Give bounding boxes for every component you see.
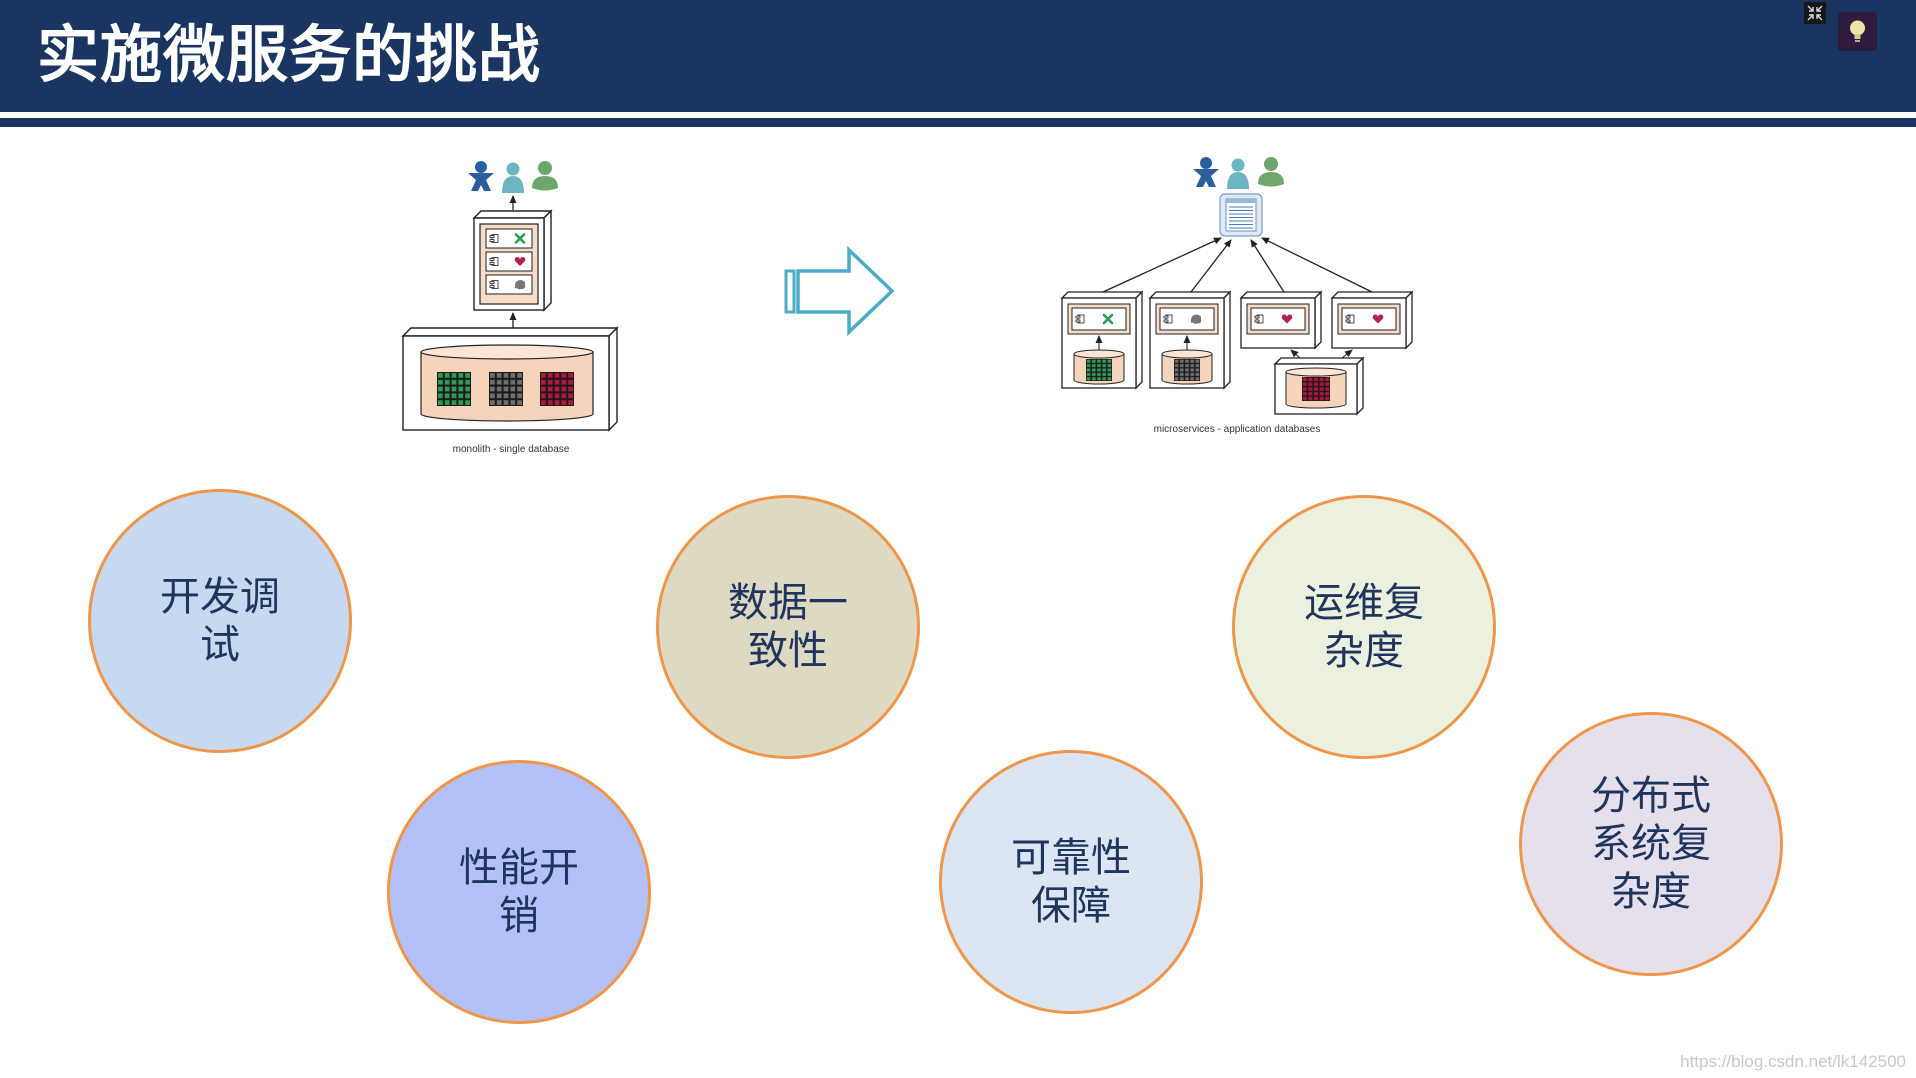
page-title: 实施微服务的挑战	[37, 21, 542, 90]
service-box-3	[1239, 290, 1323, 350]
database-table-icon	[1086, 359, 1112, 381]
challenge-label: 可靠性保障	[1011, 836, 1131, 928]
flow-arrow	[1102, 237, 1222, 293]
flow-arrow	[1250, 239, 1285, 293]
user-icons	[468, 161, 558, 193]
shared-database-box	[1273, 356, 1365, 416]
single-database-box	[401, 326, 619, 432]
monolith-service-box	[472, 209, 553, 312]
microservices-caption: microservices - application databases	[1154, 424, 1321, 435]
flow-arrow	[1190, 239, 1232, 293]
database-table-icon	[1174, 359, 1200, 381]
flow-arrow	[1341, 349, 1353, 359]
challenge-circle: 性能开销	[387, 760, 651, 1024]
database-table-icon	[1302, 377, 1330, 401]
watermark: https://blog.csdn.net/lk142500	[1680, 1052, 1906, 1071]
lightbulb-icon[interactable]	[1838, 12, 1877, 51]
user-icons	[1193, 157, 1284, 189]
challenge-label: 分布式系统复杂度	[1591, 774, 1711, 914]
compress-icon[interactable]	[1804, 2, 1826, 24]
service-box-1	[1060, 290, 1144, 390]
user-icon	[1193, 157, 1219, 187]
challenge-label: 数据一致性	[728, 581, 848, 673]
microservices-diagram: microservices - application databases	[1060, 157, 1414, 435]
challenge-circle: 分布式系统复杂度	[1519, 712, 1783, 976]
service-box-4	[1330, 290, 1414, 350]
user-icon	[468, 161, 494, 191]
database-table-icon	[540, 372, 574, 406]
service-box-2	[1148, 290, 1232, 390]
user-icon	[1258, 157, 1284, 187]
challenge-label: 运维复杂度	[1304, 581, 1424, 673]
transition-arrow-icon	[784, 245, 895, 337]
challenge-circle: 运维复杂度	[1232, 495, 1496, 759]
challenge-label: 开发调试	[160, 575, 280, 667]
challenge-circle: 开发调试	[88, 489, 352, 753]
api-gateway-icon	[1219, 193, 1263, 237]
user-icon	[532, 161, 558, 191]
challenge-circle: 数据一致性	[656, 495, 920, 759]
challenge-label: 性能开销	[459, 846, 579, 938]
title-bar: 实施微服务的挑战	[0, 0, 1916, 112]
flow-arrow	[1261, 237, 1373, 293]
monolith-diagram: monolith - single database	[401, 161, 619, 455]
flow-arrow	[1290, 349, 1301, 359]
monolith-caption: monolith - single database	[453, 444, 570, 455]
user-icon	[502, 162, 524, 193]
database-table-icon	[437, 372, 471, 406]
database-table-icon	[489, 372, 523, 406]
title-underline	[0, 118, 1916, 127]
challenge-circle: 可靠性保障	[939, 750, 1203, 1014]
user-icon	[1227, 158, 1249, 189]
